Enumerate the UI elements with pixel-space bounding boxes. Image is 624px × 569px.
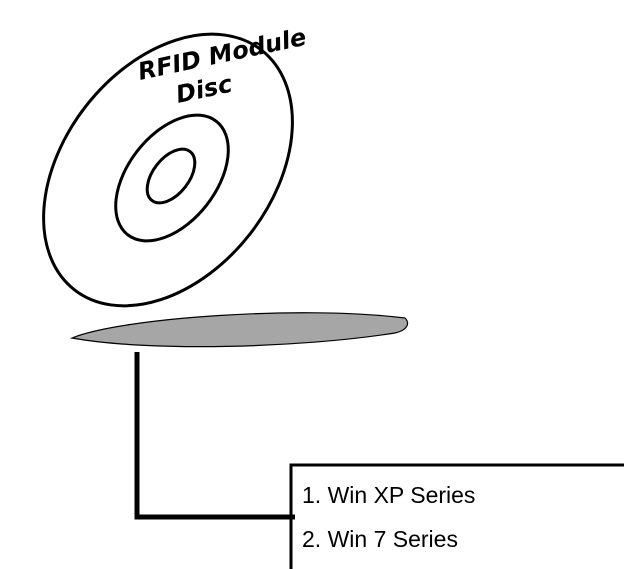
os-list-box-border	[289, 463, 624, 569]
os-list-item: 2. Win 7 Series	[302, 526, 458, 552]
disc-shadow	[69, 312, 409, 348]
disc-inner-ring	[114, 113, 230, 243]
disc-center-hole	[145, 147, 197, 205]
disc-outer-edge	[42, 32, 294, 308]
connector-line	[134, 352, 295, 520]
os-list-item: 1. Win XP Series	[302, 482, 475, 508]
